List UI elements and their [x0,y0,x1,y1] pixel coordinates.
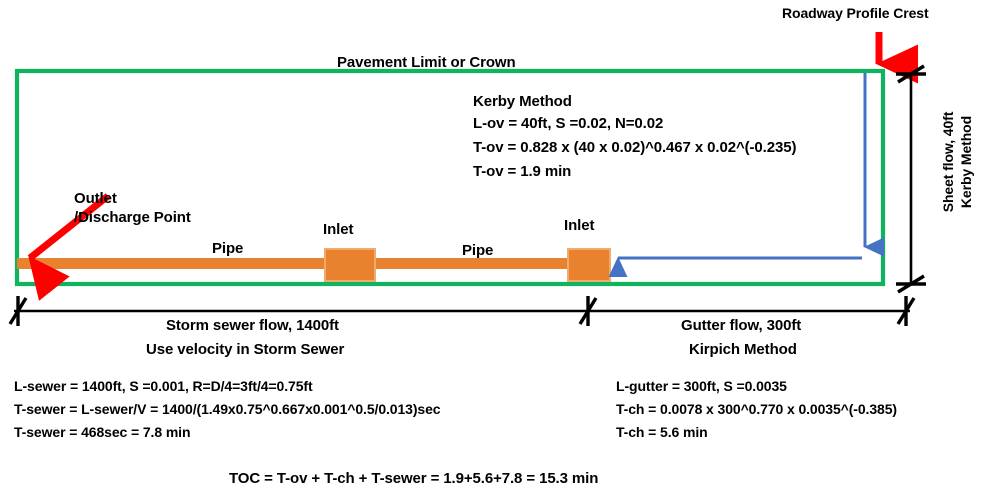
inlet-label-left: Inlet [323,221,354,238]
kerby-method-line-2: T-ov = 0.828 x (40 x 0.02)^0.467 x 0.02^… [473,139,797,156]
gutter-calc-line-1: L-gutter = 300ft, S =0.0035 [616,378,787,394]
gutter-calc-line-3: T-ch = 5.6 min [616,424,708,440]
sewer-calc-line-1: L-sewer = 1400ft, S =0.001, R=D/4=3ft/4=… [14,378,313,394]
storm-sewer-dimension-label-2: Use velocity in Storm Sewer [146,341,345,358]
sewer-calc-line-3: T-sewer = 468sec = 7.8 min [14,424,191,440]
pipe-segment-right [373,258,579,269]
inlet-box-right [567,248,611,282]
gutter-dimension-label-2: Kirpich Method [689,341,797,358]
inlet-box-left [324,248,376,282]
pipe-label-right: Pipe [462,242,494,259]
pipe-label-left: Pipe [212,240,244,257]
kerby-method-line-3: T-ov = 1.9 min [473,163,572,180]
storm-sewer-dimension-label-1: Storm sewer flow, 1400ft [166,317,339,334]
sheet-flow-vertical-label: Sheet flow, 40ft Kerby Method [940,111,974,213]
pavement-limit-rectangle [14,68,886,287]
pipe-segment-left [17,258,335,269]
sheet-flow-tick-top [896,64,926,84]
toc-summary-label: TOC = T-ov + T-ch + T-sewer = 1.9+5.6+7.… [229,470,599,487]
outlet-label: Outlet /Discharge Point [74,190,191,226]
kerby-method-line-1: L-ov = 40ft, S =0.02, N=0.02 [473,115,664,132]
outlet-arrow [27,193,111,301]
dimension-tick-right [896,296,916,326]
sewer-calc-line-2: T-sewer = L-sewer/V = 1400/(1.49x0.75^0.… [14,401,441,417]
gutter-calc-line-2: T-ch = 0.0078 x 300^0.770 x 0.0035^(-0.3… [616,401,897,417]
gutter-dimension-label-1: Gutter flow, 300ft [681,317,802,334]
dimension-tick-left [8,296,28,326]
sheet-flow-tick-bottom [896,274,926,294]
roadway-crest-label: Roadway Profile Crest [782,5,929,21]
kerby-method-heading: Kerby Method [473,93,572,110]
inlet-label-right: Inlet [564,217,595,234]
dimension-tick-middle [578,296,598,326]
pavement-limit-label: Pavement Limit or Crown [337,54,516,71]
